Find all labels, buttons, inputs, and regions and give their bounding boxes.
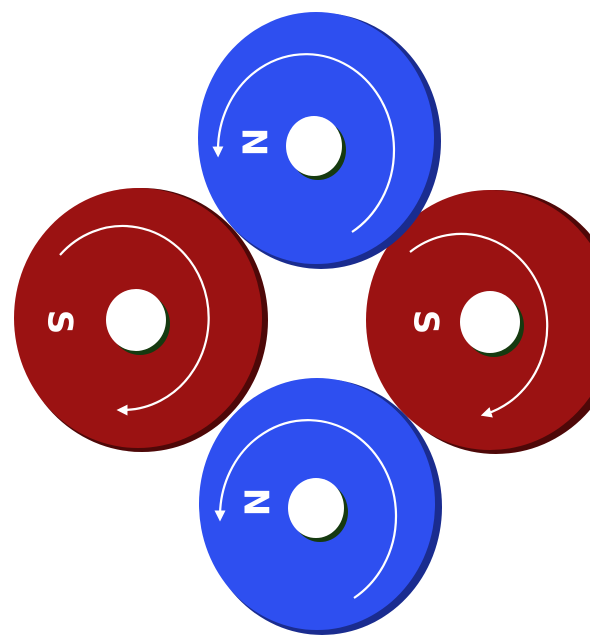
- ring-left: S: [14, 188, 268, 452]
- center-hole: [106, 289, 166, 351]
- pole-label: S: [406, 310, 446, 335]
- pole-label: N: [234, 128, 274, 156]
- pole-label: S: [40, 310, 80, 335]
- center-hole: [460, 291, 520, 353]
- center-hole: [288, 478, 344, 538]
- ring-bottom: N: [199, 378, 442, 635]
- pole-label: N: [236, 488, 276, 516]
- center-hole: [286, 116, 342, 176]
